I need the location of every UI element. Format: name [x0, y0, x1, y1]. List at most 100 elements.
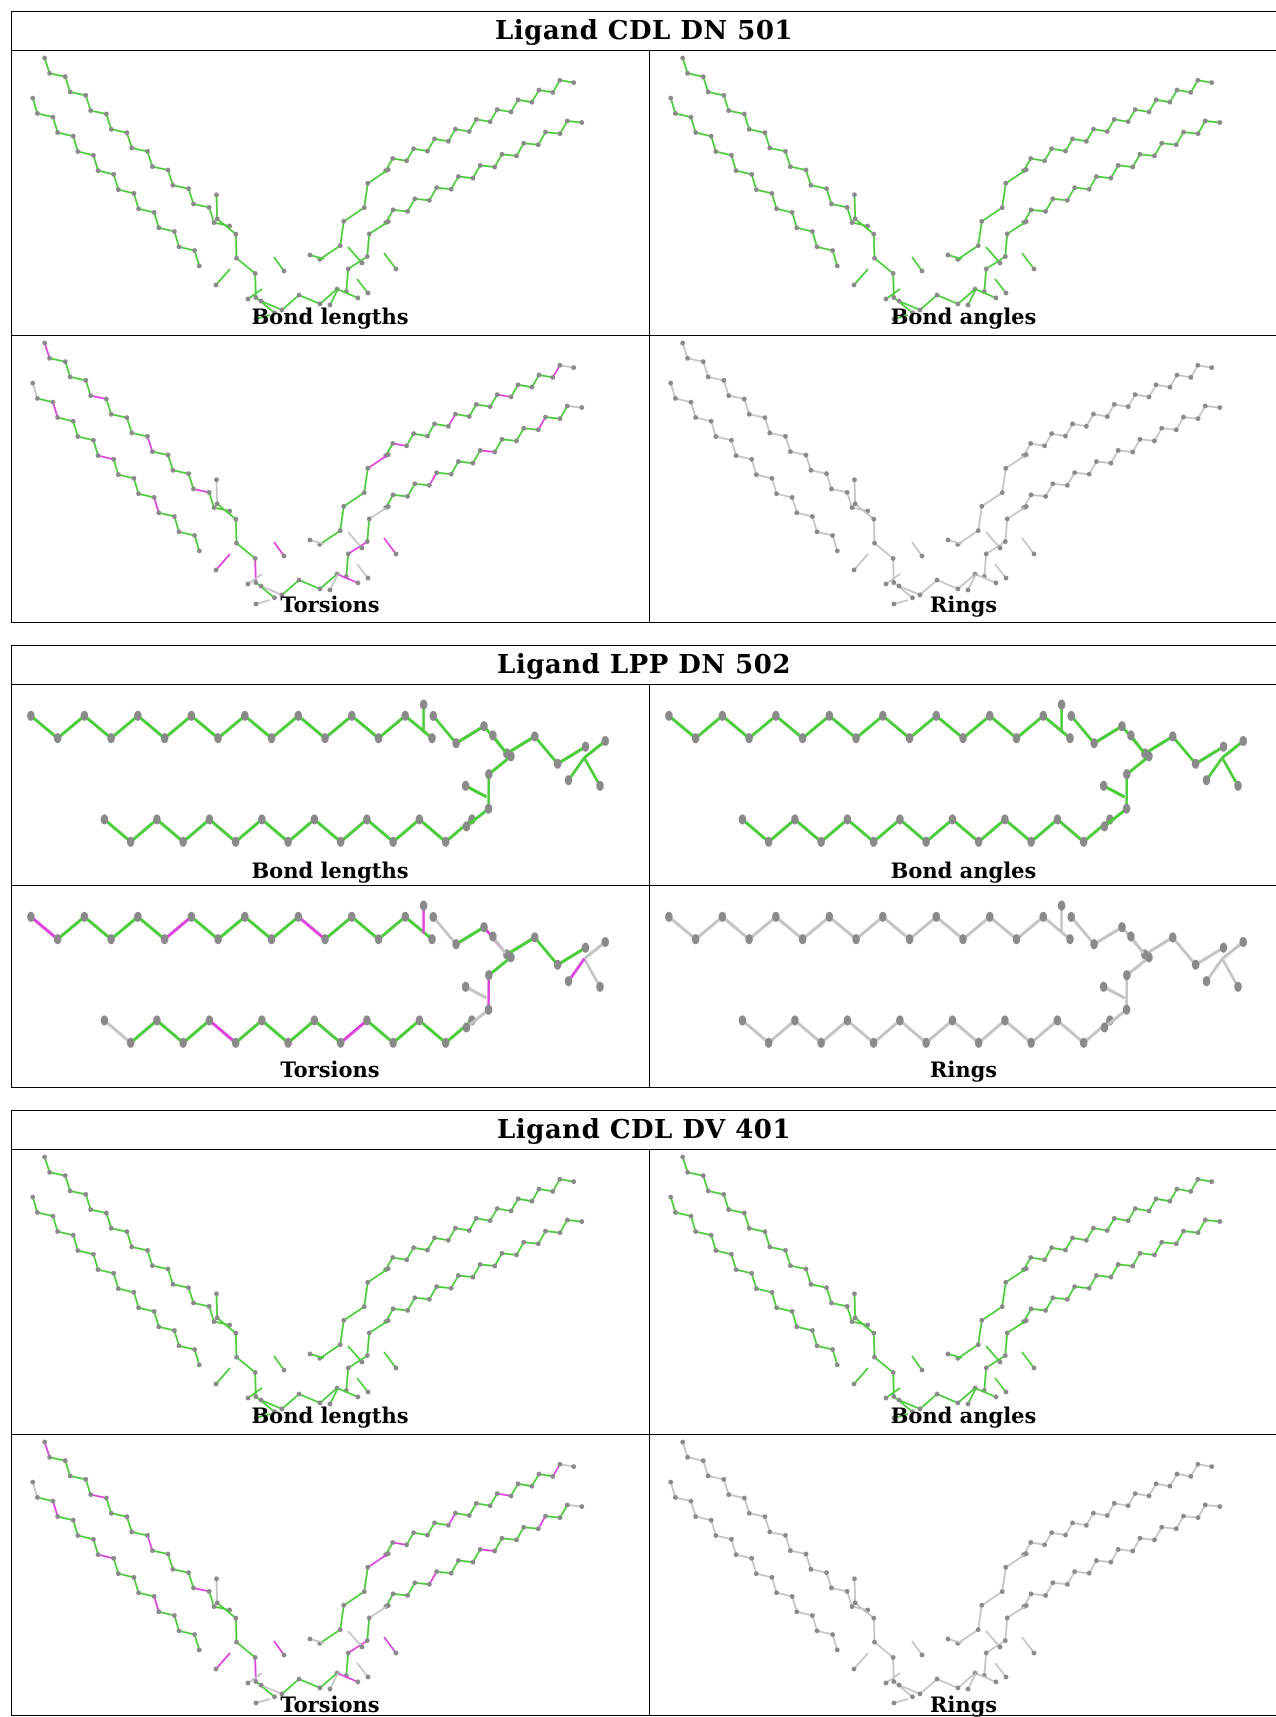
atom [452, 738, 460, 748]
bond [236, 1020, 262, 1042]
bond [274, 542, 284, 556]
atom [1063, 149, 1068, 154]
bond [299, 1394, 320, 1403]
atom [1174, 427, 1179, 432]
atom [429, 711, 437, 721]
atom [434, 1569, 439, 1574]
atom [356, 296, 361, 301]
bond [986, 532, 1000, 548]
atom [282, 1368, 287, 1373]
bond [98, 1555, 114, 1559]
bond [671, 1482, 676, 1497]
atom [1145, 952, 1153, 962]
bond [1005, 819, 1031, 841]
bond [33, 1482, 38, 1497]
atom [1084, 1523, 1089, 1528]
bond [749, 414, 765, 417]
atom [1063, 1533, 1068, 1538]
atom [186, 1285, 191, 1290]
bond [58, 917, 85, 939]
atom [63, 359, 68, 364]
atom [1087, 187, 1092, 192]
atom [308, 253, 313, 258]
atom [1042, 1542, 1047, 1547]
atom [794, 510, 799, 515]
bond [341, 1020, 367, 1042]
atom [959, 733, 967, 743]
bond [50, 1172, 66, 1175]
bond [288, 1020, 314, 1042]
atom [308, 1352, 313, 1357]
atom [835, 549, 840, 554]
atom [127, 1038, 135, 1048]
atom [214, 1576, 219, 1581]
atom [153, 1015, 161, 1025]
atom [96, 1552, 101, 1557]
atom [427, 1297, 432, 1302]
atom [1000, 490, 1005, 495]
bond [299, 295, 320, 304]
bond [797, 1327, 813, 1331]
atom [363, 814, 371, 824]
bond [769, 819, 795, 841]
bond [179, 1631, 195, 1635]
atom [1159, 1240, 1164, 1245]
atom [749, 172, 754, 177]
bond [298, 716, 325, 738]
bond [1022, 1637, 1034, 1653]
atom [1159, 1525, 1164, 1530]
atom [427, 1582, 432, 1587]
atom [282, 1653, 287, 1658]
atom [125, 415, 130, 420]
bond [70, 377, 86, 380]
panel-bond-angles: Bond angles [650, 51, 1276, 335]
bond [691, 117, 696, 132]
bond [1057, 819, 1083, 841]
bond [1007, 507, 1026, 519]
atom [214, 477, 219, 482]
atom [109, 412, 114, 417]
atom [1013, 934, 1021, 944]
atom [1138, 1536, 1143, 1541]
atom [404, 443, 409, 448]
atom [425, 1533, 430, 1538]
atom [1127, 730, 1135, 740]
atom [976, 528, 981, 533]
atom [872, 1640, 877, 1645]
atom [579, 405, 584, 410]
bond [191, 917, 218, 939]
bond [671, 98, 676, 113]
atom [282, 554, 287, 559]
bond [776, 716, 803, 738]
bond [711, 421, 716, 436]
bond [384, 1637, 396, 1653]
bond [174, 1331, 179, 1346]
bond [875, 543, 894, 558]
atom [1159, 141, 1164, 146]
atom [1029, 492, 1034, 497]
molecule-depiction [12, 1435, 648, 1717]
atom [1024, 167, 1029, 172]
bond [364, 468, 368, 492]
bond [696, 1232, 712, 1236]
bond [50, 73, 66, 76]
bond [811, 1569, 827, 1572]
atom [75, 434, 80, 439]
atom [754, 472, 759, 477]
bond [847, 1591, 852, 1606]
atom [386, 1551, 391, 1556]
bond [952, 1020, 978, 1042]
atom [689, 400, 694, 405]
bond [984, 554, 986, 577]
bond [274, 1641, 284, 1655]
atom [565, 775, 573, 785]
bond [711, 1520, 716, 1535]
atom [1090, 738, 1098, 748]
atom [88, 1207, 93, 1212]
atom [104, 1496, 109, 1501]
bond [98, 171, 114, 175]
atom [150, 449, 155, 454]
atom [30, 1480, 35, 1485]
atom [1043, 494, 1048, 499]
atom [582, 742, 590, 752]
